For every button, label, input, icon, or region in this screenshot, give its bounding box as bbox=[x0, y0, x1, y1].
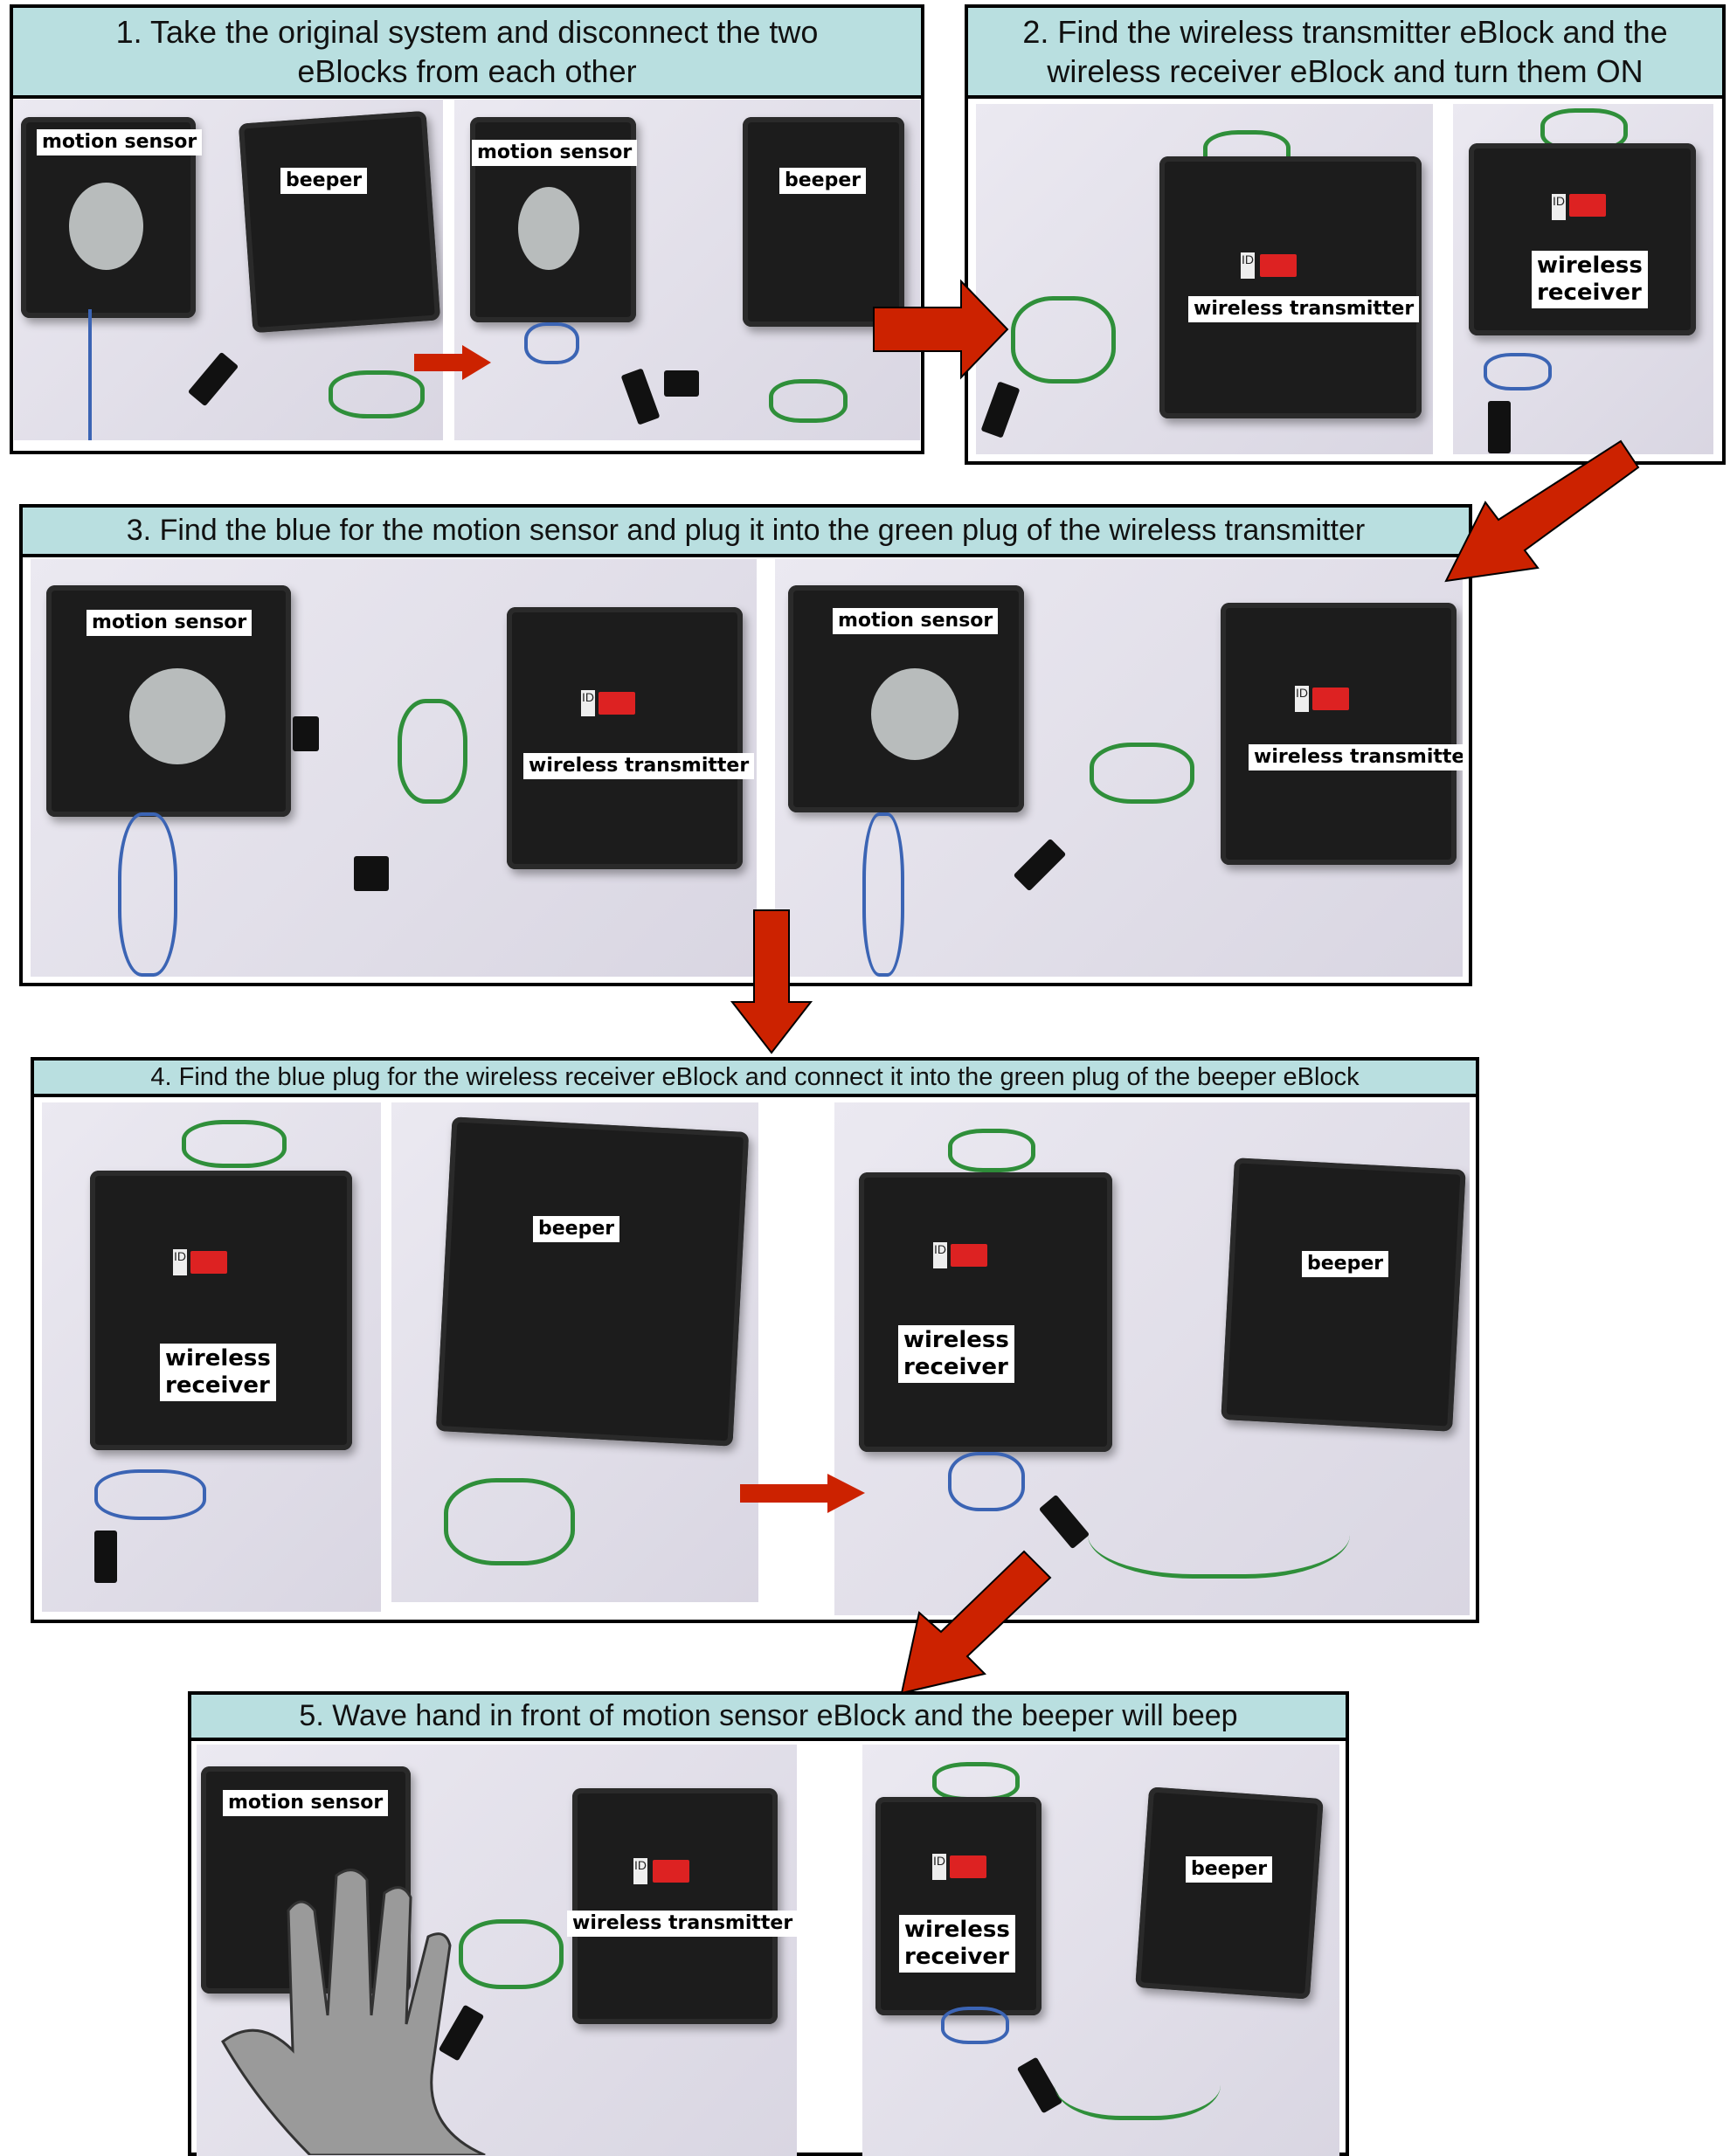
dip-switch bbox=[653, 1860, 689, 1883]
step-3-photo-before: motion sensor ID wireless transmitter bbox=[31, 559, 757, 977]
wireless-transmitter-block: ID bbox=[1221, 603, 1457, 865]
wireless-receiver-block: ID bbox=[875, 1797, 1041, 2015]
dip-switch bbox=[1312, 688, 1349, 710]
id-tag: ID bbox=[633, 1858, 647, 1884]
wireless-receiver-block: ID bbox=[90, 1171, 352, 1450]
beeper-label: beeper bbox=[1302, 1251, 1389, 1278]
step-2-title-line1: 2. Find the wireless transmitter eBlock … bbox=[1022, 14, 1668, 50]
beeper-label: beeper bbox=[1186, 1856, 1273, 1883]
beeper-block bbox=[1135, 1786, 1324, 2000]
label-line: wireless bbox=[1537, 252, 1643, 279]
step-3-title: 3. Find the blue for the motion sensor a… bbox=[126, 514, 1366, 548]
arrow-right-icon bbox=[740, 1474, 865, 1513]
step-2-title-line2: wireless receiver eBlock and turn them O… bbox=[1047, 53, 1644, 89]
motion-sensor-label: motion sensor bbox=[472, 140, 638, 167]
motion-sensor-label: motion sensor bbox=[833, 608, 999, 635]
step-1-title-line2: eBlocks from each other bbox=[297, 53, 637, 89]
label-line: receiver bbox=[904, 1944, 1009, 1971]
label-line: receiver bbox=[903, 1354, 1008, 1381]
dip-switch bbox=[950, 1855, 986, 1878]
id-tag: ID bbox=[1295, 686, 1309, 712]
beeper-block bbox=[1221, 1157, 1466, 1432]
beeper-block bbox=[435, 1116, 750, 1447]
wireless-receiver-label: wireless receiver bbox=[160, 1344, 276, 1402]
arrow-diagonal-icon bbox=[1444, 439, 1640, 583]
step-1-title-line1: 1. Take the original system and disconne… bbox=[115, 14, 819, 50]
dip-switch bbox=[1260, 254, 1297, 277]
step-5-header: 5. Wave hand in front of motion sensor e… bbox=[191, 1695, 1346, 1741]
motion-sensor-label: motion sensor bbox=[37, 129, 203, 156]
hand-icon bbox=[221, 1869, 486, 2155]
beeper-block bbox=[743, 117, 904, 327]
id-tag: ID bbox=[581, 690, 595, 716]
motion-sensor-label: motion sensor bbox=[223, 1790, 389, 1817]
step-4-title: 4. Find the blue plug for the wireless r… bbox=[150, 1062, 1360, 1091]
step-1-photo-connected: motion sensor beeper bbox=[14, 100, 443, 440]
wireless-receiver-label: wireless receiver bbox=[899, 1915, 1015, 1973]
wireless-receiver-block: ID bbox=[1469, 143, 1696, 335]
wireless-transmitter-block: ID bbox=[507, 607, 743, 869]
wireless-transmitter-label: wireless transmitter bbox=[1188, 296, 1420, 323]
step-4-photo-beeper: beeper bbox=[391, 1102, 758, 1602]
beeper-block bbox=[238, 110, 441, 334]
id-tag: ID bbox=[1241, 252, 1255, 279]
step-5-title: 5. Wave hand in front of motion sensor e… bbox=[299, 1699, 1238, 1733]
wireless-transmitter-block: ID bbox=[1159, 156, 1422, 418]
wireless-receiver-label: wireless receiver bbox=[898, 1325, 1014, 1384]
step-2-photo-receiver: ID wireless receiver bbox=[1453, 104, 1713, 454]
arrow-diagonal-icon bbox=[900, 1550, 1052, 1695]
label-line: wireless bbox=[904, 1917, 1010, 1943]
motion-sensor-label: motion sensor bbox=[86, 610, 253, 637]
step-5-photo-receive: ID wireless receiver beeper bbox=[862, 1745, 1339, 2156]
label-line: wireless bbox=[165, 1345, 271, 1372]
wireless-transmitter-label: wireless transmitter bbox=[523, 753, 755, 780]
step-1-photo-disconnected: motion sensor beeper bbox=[454, 100, 920, 440]
step-1-header: 1. Take the original system and disconne… bbox=[13, 8, 921, 99]
id-tag: ID bbox=[933, 1242, 947, 1268]
step-4-photo-receiver: ID wireless receiver bbox=[42, 1102, 381, 1612]
wireless-transmitter-block: ID bbox=[572, 1788, 778, 2024]
arrow-down-icon bbox=[730, 909, 813, 1054]
wireless-receiver-label: wireless receiver bbox=[1532, 251, 1648, 309]
dip-switch bbox=[190, 1251, 227, 1274]
arrow-right-icon bbox=[414, 345, 491, 380]
dip-switch bbox=[951, 1244, 987, 1267]
id-tag: ID bbox=[1552, 194, 1566, 220]
step-3-photo-after: motion sensor ID wireless transmitter bbox=[775, 559, 1463, 977]
step-2-header: 2. Find the wireless transmitter eBlock … bbox=[968, 8, 1722, 99]
arrow-right-icon bbox=[873, 279, 1009, 380]
id-tag: ID bbox=[173, 1249, 187, 1275]
beeper-label: beeper bbox=[533, 1216, 620, 1243]
wireless-receiver-block: ID bbox=[859, 1172, 1112, 1452]
dip-switch bbox=[1569, 194, 1606, 217]
step-4-header: 4. Find the blue plug for the wireless r… bbox=[34, 1061, 1476, 1097]
step-2-photo-transmitter: ID wireless transmitter bbox=[976, 104, 1433, 454]
label-line: wireless bbox=[903, 1327, 1009, 1353]
step-3-header: 3. Find the blue for the motion sensor a… bbox=[23, 508, 1469, 557]
wireless-transmitter-label: wireless transmitter bbox=[567, 1911, 797, 1938]
label-line: receiver bbox=[1537, 280, 1642, 307]
wireless-transmitter-label: wireless transmitter bbox=[1249, 744, 1463, 771]
dip-switch bbox=[599, 692, 635, 715]
step-4-photo-connected: ID wireless receiver beeper bbox=[834, 1102, 1470, 1615]
id-tag: ID bbox=[932, 1854, 946, 1880]
beeper-label: beeper bbox=[779, 168, 867, 195]
step-5-photo-transmit: motion sensor ID wireless transmitter bbox=[197, 1745, 797, 2156]
beeper-label: beeper bbox=[280, 168, 368, 195]
label-line: receiver bbox=[165, 1372, 270, 1399]
